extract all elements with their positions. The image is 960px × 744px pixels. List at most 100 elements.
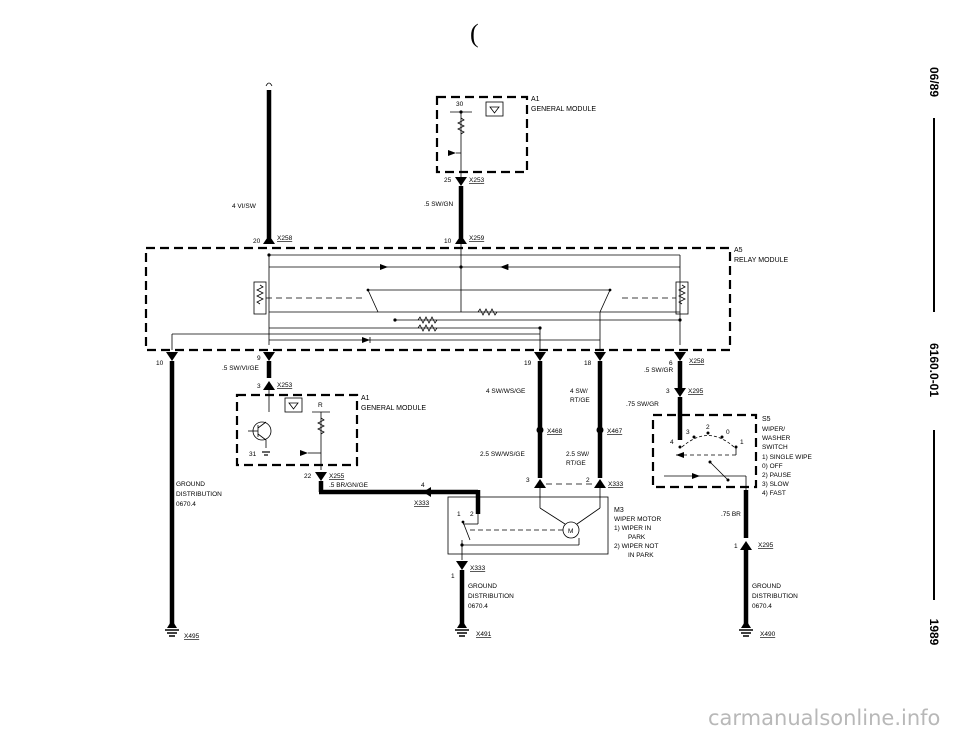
- s5-wire-in: .75 SW/GR: [626, 401, 659, 408]
- a1-top-boundary: [435, 95, 529, 174]
- a1-lower-pin3: 3: [257, 383, 261, 390]
- m3-item-2: 2) WIPER NOT: [614, 543, 658, 550]
- s5-pos-1: 1: [740, 439, 744, 446]
- a1-top-name: A1: [531, 96, 540, 103]
- connector-icon: [674, 352, 686, 361]
- connector-icon: [594, 479, 606, 488]
- s5-pin1: 1: [734, 543, 738, 550]
- a1-top-pin30: 30: [456, 101, 464, 108]
- m3-pin2: 2: [470, 511, 474, 518]
- s5-pos-2: 2: [706, 424, 710, 431]
- connector-icon: [456, 561, 468, 570]
- m3-boundary: [447, 496, 609, 555]
- diode-icon: [448, 150, 456, 156]
- ground-left-connector: X495: [184, 633, 200, 640]
- a1-lower-name: A1: [361, 395, 370, 402]
- ground-middle: X333 1 GROUND DISTRIBUTION 0670.4 X491: [451, 561, 514, 638]
- mid-feed-pin: 10: [444, 238, 452, 245]
- splice-icon: [536, 426, 544, 434]
- motor-pin2: 2: [586, 477, 590, 484]
- motor-conn-x333: X333: [608, 481, 624, 488]
- left-feed-connector: X258: [277, 235, 293, 242]
- splice-icon: [596, 426, 604, 434]
- motor-label: M: [568, 528, 573, 535]
- left-feed-pin: 20: [253, 238, 261, 245]
- ground-middle-conn-top: X333: [470, 565, 486, 572]
- diode-icon: [300, 450, 308, 456]
- m3-item-1b: PARK: [628, 534, 646, 541]
- resistor-symbol: [457, 117, 465, 135]
- a5-relay-module: A5 RELAY MODULE: [144, 244, 789, 352]
- a1-lower-wire2: .5 BR/GN/GE: [329, 482, 369, 489]
- pin-6-wire: .5 SW/GR: [644, 367, 674, 374]
- side-code: 6160.0-01: [927, 343, 941, 397]
- wire-w3: 2.5 SW/WS/GE: [480, 451, 525, 458]
- mid-feed-connector: X259: [469, 235, 485, 242]
- ground-right: GROUND DISTRIBUTION 0670.4 X490: [739, 550, 798, 638]
- a1-lower-connector2: X255: [329, 473, 345, 480]
- ground-right-line3: 0670.4: [752, 603, 772, 610]
- a1-top-connector: X253: [469, 177, 485, 184]
- s5-pos-3: 3: [686, 429, 690, 436]
- s5-boundary: [651, 413, 758, 489]
- splice-x468: X468: [547, 428, 563, 435]
- ground-left-line2: DISTRIBUTION: [176, 491, 222, 498]
- s5-mode-1: 1) SINGLE WIPE: [762, 454, 813, 461]
- relay-output-pins: 10 9 .5 SW/VI/GE 19 18 6 X258 .5 SW/GR: [156, 352, 705, 374]
- ground-middle-line2: DISTRIBUTION: [468, 593, 514, 600]
- a1-lower-pin22: 22: [304, 473, 312, 480]
- connector-icon: [455, 177, 467, 186]
- diode-icon: [500, 264, 508, 270]
- a1-lower-r-label: R: [318, 402, 323, 409]
- ground-right-line2: DISTRIBUTION: [752, 593, 798, 600]
- resistor-symbol: [417, 324, 438, 332]
- wire-w2b: RT/GE: [570, 397, 590, 404]
- a1-lower-pin31: 31: [249, 451, 257, 458]
- left-feed-wire: 4 VI/SW: [232, 203, 257, 210]
- m3-name: M3: [614, 507, 624, 514]
- ground-right-connector: X490: [760, 631, 776, 638]
- resistor-symbol: [417, 316, 438, 324]
- connector-icon: [534, 352, 546, 361]
- ground-left-line1: GROUND: [176, 481, 205, 488]
- resistor-symbol: [317, 417, 325, 435]
- a1-lower-conn-x333: X333: [414, 500, 430, 507]
- left-feed: 4 VI/SW 20 X258: [232, 82, 293, 245]
- a1-lower-pin4: 4: [421, 482, 425, 489]
- connector-icon: [263, 352, 275, 361]
- relay-coil-icon: [678, 284, 686, 305]
- a5-title: RELAY MODULE: [734, 257, 789, 264]
- a1-general-module-lower: 3 X253 A1 GENERAL MODULE R 31 22 X255 .5…: [235, 361, 481, 514]
- pin-9: 9: [257, 355, 261, 362]
- pin-6-connector: X258: [689, 358, 705, 365]
- a1-lower-connector: X253: [277, 382, 293, 389]
- pin-18: 18: [584, 360, 592, 367]
- diode-icon: [362, 337, 370, 343]
- s5-title2: WASHER: [762, 435, 791, 442]
- s5-mode-2: 2) PAUSE: [762, 472, 792, 479]
- ground-middle-connector: X491: [476, 631, 492, 638]
- s5-pos-0: 0: [726, 429, 730, 436]
- s5-title3: SWITCH: [762, 444, 788, 451]
- m3-wiper-motor: M 1 2 M3 WIPER MOTOR 1) WIPER IN PARK 2)…: [447, 488, 661, 560]
- ground-right-line1: GROUND: [752, 583, 781, 590]
- wire-w1: 4 SW/WS/GE: [486, 388, 526, 395]
- connector-icon: [594, 352, 606, 361]
- header-paren: (: [470, 19, 479, 48]
- wire-w4a: 2.5 SW/: [566, 451, 589, 458]
- s5-name: S5: [762, 416, 771, 423]
- diode-icon: [380, 264, 388, 270]
- m3-item-2b: IN PARK: [628, 552, 654, 559]
- watermark: carmanualsonline.info: [708, 706, 940, 730]
- s5-mode-4: 4) FAST: [762, 490, 786, 497]
- diode-icon: [692, 473, 700, 479]
- connector-icon: [166, 352, 178, 361]
- s5-conn-x295-2: X295: [758, 542, 774, 549]
- a1-top-wire: .5 SW/GN: [424, 201, 454, 208]
- s5-title1: WIPER/: [762, 426, 785, 433]
- connector-icon: [455, 235, 467, 244]
- a1-top-pin25: 25: [444, 177, 452, 184]
- ground-left: GROUND DISTRIBUTION 0670.4 X495: [165, 361, 222, 640]
- s5-mode-3: 3) SLOW: [762, 481, 790, 488]
